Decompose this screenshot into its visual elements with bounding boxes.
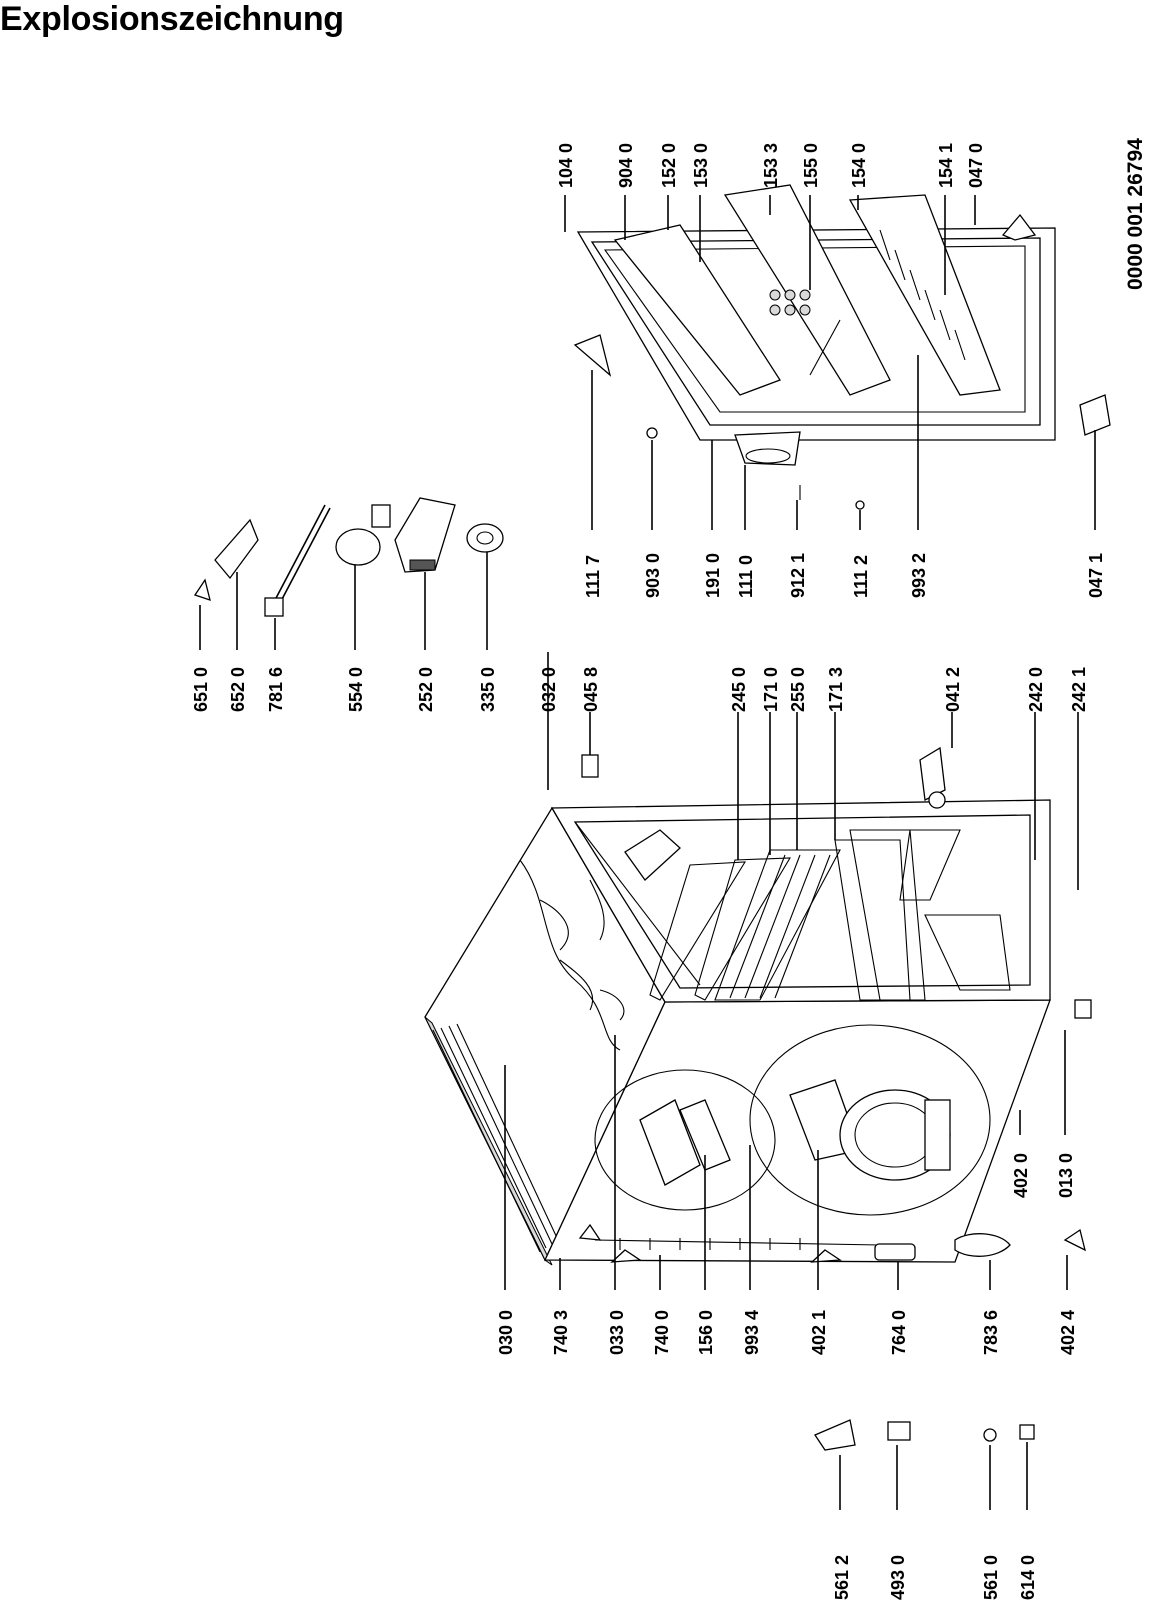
part-label: 781 6 [266,667,286,712]
part-label: 045 8 [581,667,601,712]
small-parts-drawing [193,497,504,617]
part-label: 154 0 [849,143,869,188]
part-label: 493 0 [888,1555,908,1600]
part-label: 561 0 [981,1555,1001,1600]
part-labels: 030 0 740 3 033 0 740 0 156 0 993 4 402 1 764 0… [191,143,1106,1600]
part-label: 764 0 [889,1310,909,1355]
part-label: 032 0 [539,667,559,712]
part-label: 013 0 [1056,1153,1076,1198]
part-label: 245 0 [729,667,749,712]
part-label: 614 0 [1018,1555,1038,1600]
part-label: 402 0 [1011,1153,1031,1198]
part-label: 242 0 [1026,667,1046,712]
part-label: 041 2 [943,667,963,712]
part-label: 154 1 [936,143,956,188]
part-label: 740 3 [551,1310,571,1355]
part-label: 903 0 [643,553,663,598]
part-label: 783 6 [981,1310,1001,1355]
part-label: 171 0 [761,667,781,712]
part-label: 993 2 [909,553,929,598]
part-label: 652 0 [228,667,248,712]
part-label: 104 0 [556,143,576,188]
drawing-number: 0000 001 26794 [1124,138,1147,290]
part-label: 153 0 [691,143,711,188]
part-label: 402 4 [1058,1310,1078,1355]
part-label: 252 0 [416,667,436,712]
part-label: 255 0 [788,667,808,712]
page-title: Explosionszeichnung [0,0,344,38]
part-label: 191 0 [703,553,723,598]
part-label: 047 0 [966,143,986,188]
cabinet-drawing [424,746,1092,1266]
part-label: 171 3 [826,667,846,712]
part-label: 153 3 [761,143,781,188]
part-label: 554 0 [346,667,366,712]
part-label: 155 0 [801,143,821,188]
part-label: 111 7 [583,555,603,598]
part-label: 651 0 [191,667,211,712]
leader-lines [199,195,1096,1510]
part-label: 904 0 [616,143,636,188]
accessory-parts-drawing [814,1228,1086,1451]
part-label: 335 0 [478,667,498,712]
part-label: 111 2 [851,555,871,598]
part-label: 561 2 [832,1555,852,1600]
part-label: 740 0 [652,1310,672,1355]
part-label: 030 0 [496,1310,516,1355]
part-label: 111 0 [736,555,756,598]
part-label: 402 1 [809,1310,829,1355]
part-label: 242 1 [1069,667,1089,712]
part-label: 156 0 [696,1310,716,1355]
part-label: 993 4 [742,1310,762,1355]
part-label: 912 1 [788,553,808,598]
part-label: 047 1 [1086,553,1106,598]
door-drawing [573,184,1111,510]
part-label: 033 0 [607,1310,627,1355]
part-label: 152 0 [659,143,679,188]
